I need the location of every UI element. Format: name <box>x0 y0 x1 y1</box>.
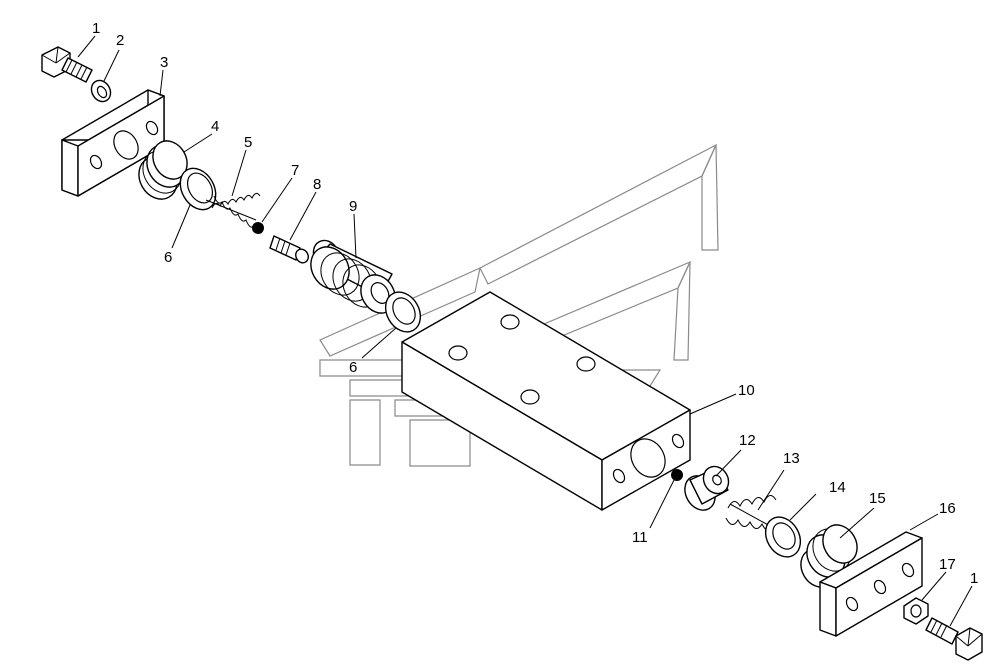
washer-right <box>903 597 929 625</box>
callout-15: 15 <box>869 490 886 507</box>
callout-4: 4 <box>211 118 219 135</box>
callout-1-bottom-right: 1 <box>970 570 978 587</box>
callout-6-lower: 6 <box>349 359 357 376</box>
valve-housing-block <box>401 291 691 511</box>
callout-5: 5 <box>244 134 252 151</box>
callout-16: 16 <box>939 500 956 517</box>
seal-ring-upper <box>179 167 217 211</box>
end-plate-right <box>819 531 923 637</box>
callout-17: 17 <box>939 556 956 573</box>
callout-3: 3 <box>160 54 168 71</box>
callout-6-upper: 6 <box>164 249 172 266</box>
check-ball-lower <box>671 469 683 481</box>
callout-13: 13 <box>783 450 800 467</box>
plug-left <box>138 140 188 200</box>
leader-lines <box>77 35 973 627</box>
seal-ring-right <box>764 516 802 558</box>
valve-cartridge <box>310 239 396 314</box>
bolt-top-left <box>41 46 93 83</box>
callout-14: 14 <box>829 479 846 496</box>
callout-2: 2 <box>116 32 124 49</box>
callout-9: 9 <box>349 198 357 215</box>
end-plate-left <box>61 89 165 197</box>
callout-10: 10 <box>738 382 755 399</box>
valve-seat <box>684 465 730 511</box>
callout-8: 8 <box>313 176 321 193</box>
seal-ring-lower <box>384 291 422 333</box>
callout-7: 7 <box>291 162 299 179</box>
callout-1-top-left: 1 <box>92 20 100 37</box>
check-ball-upper <box>252 222 264 234</box>
callout-11: 11 <box>632 529 648 546</box>
callout-labels: 1 2 3 4 5 6 7 8 9 6 10 11 12 13 14 15 16… <box>92 20 978 587</box>
guide-pin <box>269 235 309 264</box>
lock-washer-top <box>90 79 112 103</box>
callout-12: 12 <box>739 432 756 449</box>
bolt-bottom-right <box>925 617 983 661</box>
